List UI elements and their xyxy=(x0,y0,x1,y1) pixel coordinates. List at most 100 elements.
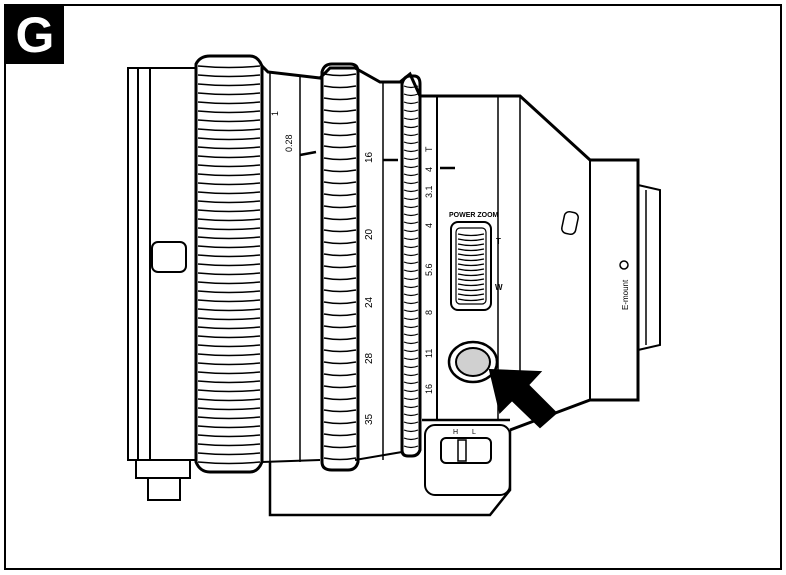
iris-scale-label: 5.6 xyxy=(424,263,434,276)
grip-ridge xyxy=(197,65,261,69)
iris-scale-label: 3.1 xyxy=(424,185,434,198)
grip-ridge xyxy=(197,380,261,384)
zoom-scale-label: 20 xyxy=(364,228,375,240)
grip-ridge xyxy=(323,289,357,293)
grip-ridge xyxy=(457,243,485,247)
grip-ridge xyxy=(323,121,357,125)
grip-ridge xyxy=(403,149,419,153)
grip-ridge xyxy=(323,349,357,353)
grip-ridge xyxy=(403,205,419,209)
grip-ridge xyxy=(323,109,357,113)
zoom-scale-label: 24 xyxy=(364,296,375,308)
grip-ridge xyxy=(403,181,419,185)
grip-ridge xyxy=(403,317,419,321)
grip-ridge xyxy=(197,119,261,123)
grip-ridge xyxy=(403,421,419,425)
power-zoom-title: POWER ZOOM xyxy=(449,212,499,219)
grip-ridge xyxy=(197,326,261,330)
grip-ridge xyxy=(323,421,357,425)
mount-label: E-mount xyxy=(621,279,630,310)
zoom-scale-label: 28 xyxy=(364,352,375,364)
grip-ridge xyxy=(323,73,357,77)
grip-ridge xyxy=(457,288,485,292)
grip-ridge xyxy=(403,365,419,369)
grip-ridge xyxy=(403,109,419,113)
grip-ridge xyxy=(197,335,261,339)
grip-ridge xyxy=(457,273,485,277)
grip-ridge xyxy=(197,308,261,312)
grip-ridge xyxy=(323,457,357,461)
diagram-frame xyxy=(4,4,782,570)
grip-ridge xyxy=(197,227,261,231)
grip-ridge xyxy=(403,373,419,377)
grip-ridge xyxy=(403,397,419,401)
grip-ridge xyxy=(197,164,261,168)
grip-ridge xyxy=(403,221,419,225)
power-zoom-lever[interactable] xyxy=(450,221,492,311)
focus-hold-button[interactable] xyxy=(455,347,491,377)
iris-scale-label: 8 xyxy=(424,310,434,315)
grip-ridge xyxy=(197,137,261,141)
grip-ridge xyxy=(457,293,485,297)
grip-ridge xyxy=(197,254,261,258)
grip-ridge xyxy=(457,268,485,272)
grip-ridge xyxy=(323,253,357,257)
grip-ridge xyxy=(403,245,419,249)
grip-ridge xyxy=(403,429,419,433)
grip-ridge xyxy=(403,413,419,417)
grip-ridge xyxy=(403,229,419,233)
zoom-ring xyxy=(320,62,384,472)
grip-ridge xyxy=(197,317,261,321)
power-zoom-wide-label: W xyxy=(495,283,503,292)
grip-ridge xyxy=(197,92,261,96)
grip-ridge xyxy=(197,407,261,411)
grip-ridge xyxy=(197,344,261,348)
grip-ridge xyxy=(323,373,357,377)
grip-ridge xyxy=(323,409,357,413)
zoom-scale-label: 35 xyxy=(364,413,375,425)
grip-ridge xyxy=(197,263,261,267)
grip-ridge xyxy=(197,290,261,294)
grip-ridge xyxy=(403,277,419,281)
grip-ridge xyxy=(403,357,419,361)
grip-ridge xyxy=(323,157,357,161)
grip-ridge xyxy=(323,241,357,245)
grip-ridge xyxy=(403,237,419,241)
grip-ridge xyxy=(197,191,261,195)
grip-ridge xyxy=(403,133,419,137)
grip-ridge xyxy=(197,209,261,213)
grip-ridge xyxy=(403,309,419,313)
iris-scale-label: T xyxy=(424,146,434,152)
grip-ridge xyxy=(323,85,357,89)
grip-ridge xyxy=(197,461,261,465)
grip-ridge xyxy=(197,434,261,438)
grip-ridge xyxy=(457,298,485,302)
iris-scale-label: 11 xyxy=(424,349,434,358)
grip-ridge xyxy=(403,333,419,337)
grip-ridge xyxy=(197,353,261,357)
grip-ridge xyxy=(403,165,419,169)
grip-ridge xyxy=(323,301,357,305)
grip-ridge xyxy=(403,197,419,201)
grip-ridge xyxy=(197,425,261,429)
grip-ridge xyxy=(197,452,261,456)
grip-ridge xyxy=(403,213,419,217)
grip-ridge xyxy=(323,217,357,221)
grip-ridge xyxy=(197,128,261,132)
speed-switch[interactable] xyxy=(440,437,492,464)
grip-ridge xyxy=(197,245,261,249)
grip-ridge xyxy=(403,261,419,265)
grip-ridge xyxy=(403,437,419,441)
grip-ridge xyxy=(323,445,357,449)
grip-ridge xyxy=(403,341,419,345)
lens-front xyxy=(127,67,197,461)
grip-ridge xyxy=(323,97,357,101)
grip-ridge xyxy=(403,301,419,305)
grip-ridge xyxy=(197,362,261,366)
grip-ridge xyxy=(403,85,419,89)
grip-ridge xyxy=(323,145,357,149)
grip-ridge xyxy=(457,263,485,267)
grip-ridge xyxy=(197,443,261,447)
grip-ridge xyxy=(323,169,357,173)
